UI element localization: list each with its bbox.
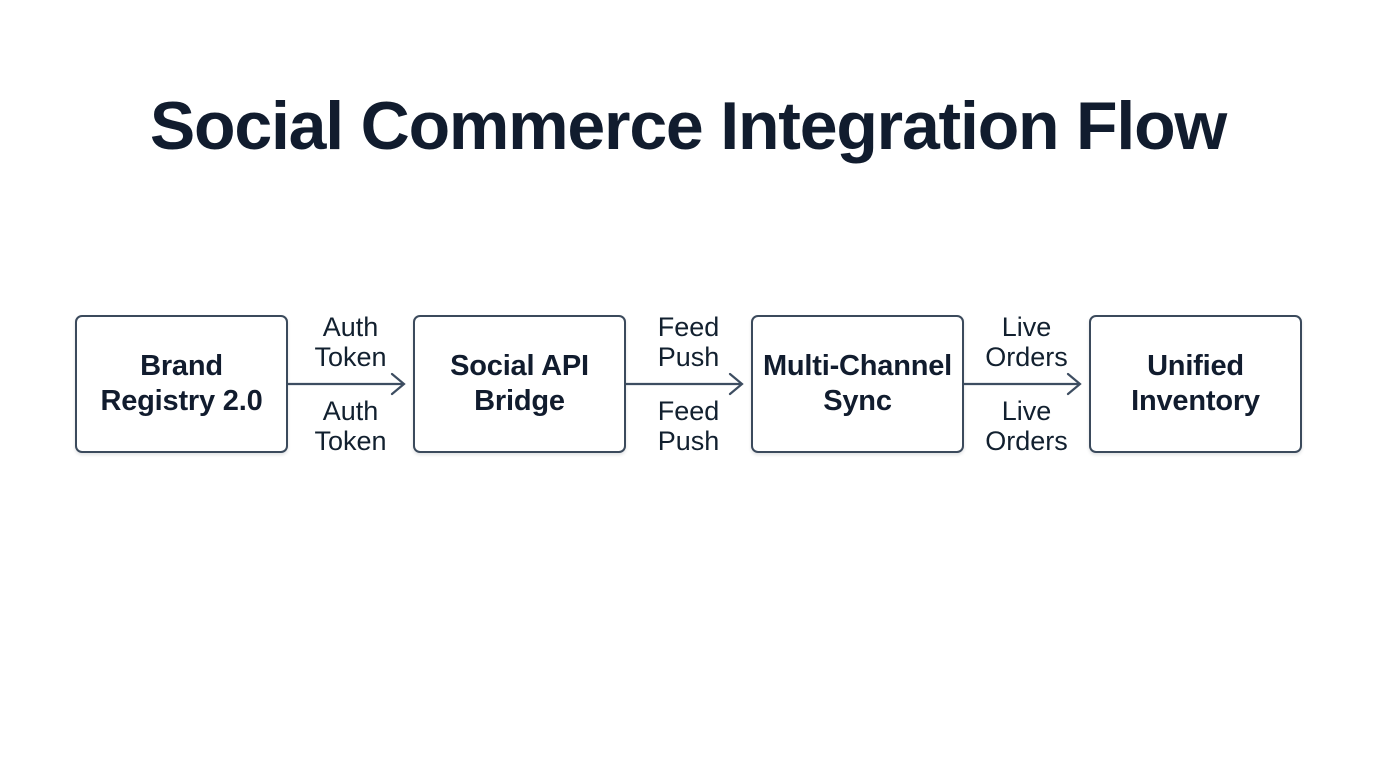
edge-label-top: Feed Push [657, 312, 720, 372]
edge-label-bottom: Auth Token [314, 396, 387, 456]
node-label: Multi-Channel Sync [762, 350, 953, 417]
page-title: Social Commerce Integration Flow [149, 88, 1227, 164]
edge-feed-push: Feed Push Feed Push [626, 312, 751, 456]
edge-live-orders: Live Orders Live Orders [964, 312, 1089, 456]
node-unified-inventory[interactable]: Unified Inventory [1089, 315, 1302, 453]
edge-label-bottom: Live Orders [985, 396, 1068, 456]
edge-label-bottom: Feed Push [657, 396, 720, 456]
arrow-line-icon [626, 372, 744, 396]
edge-auth-token: Auth Token Auth Token [288, 312, 413, 456]
edge-label-top: Live Orders [985, 312, 1068, 372]
node-social-api-bridge[interactable]: Social API Bridge [413, 315, 626, 453]
node-label: Unified Inventory [1131, 350, 1260, 417]
arrow-line-icon [964, 372, 1082, 396]
node-brand-registry[interactable]: Brand Registry 2.0 [75, 315, 288, 453]
node-label: Social API Bridge [450, 350, 589, 417]
node-multi-channel-sync[interactable]: Multi-Channel Sync [751, 315, 964, 453]
flow-row: Brand Registry 2.0 Auth Token Auth Token… [75, 312, 1303, 456]
node-label: Brand Registry 2.0 [100, 350, 263, 417]
edge-label-top: Auth Token [314, 312, 387, 372]
arrow-line-icon [288, 372, 406, 396]
